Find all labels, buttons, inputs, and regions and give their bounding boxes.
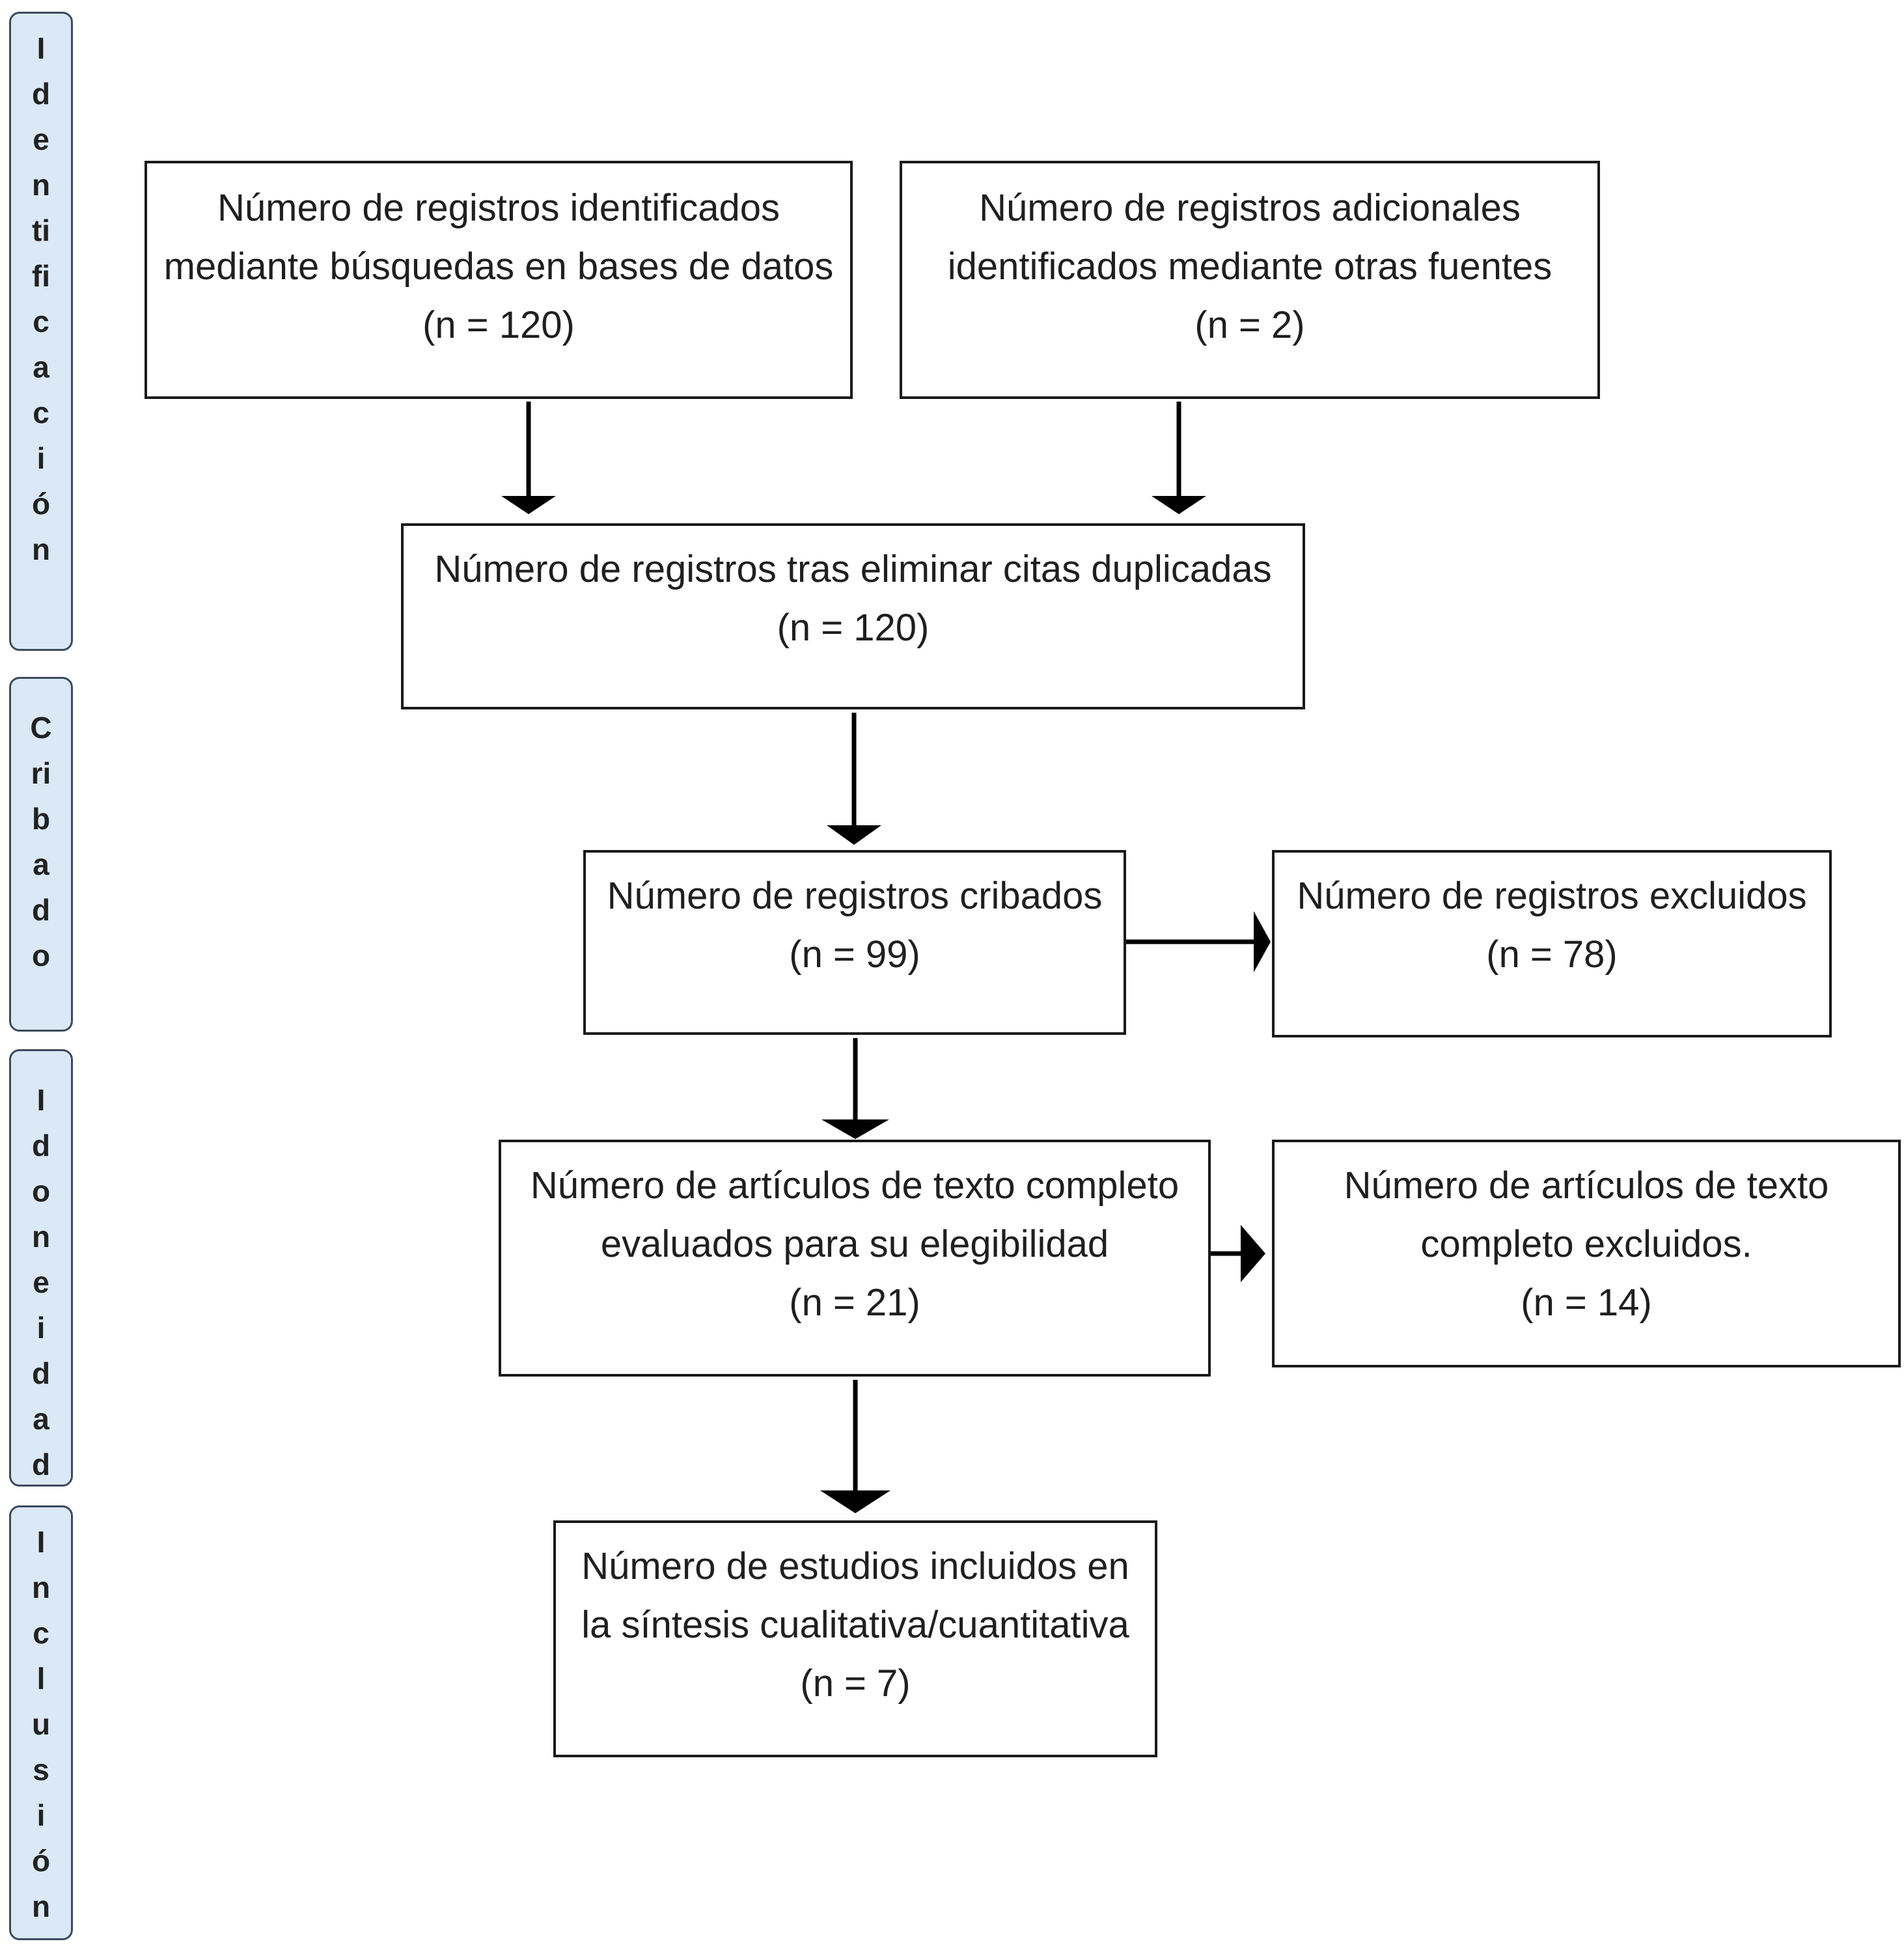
box-text-line: Número de estudios incluidos en [581, 1545, 1129, 1587]
phase-letter: C [30, 711, 52, 745]
phase-letter: ó [31, 487, 51, 521]
arrowhead [820, 1490, 890, 1513]
box-included-studies: Número de estudios incluidos en la sínte… [553, 1520, 1157, 1757]
box-text-line: la síntesis cualitativa/cuantitativa [581, 1604, 1129, 1646]
phase-letter: ti [31, 213, 51, 247]
phase-letter: n [31, 1889, 51, 1923]
box-text-line: Número de registros adicionales [979, 187, 1521, 229]
phase-letter: a [33, 1402, 49, 1436]
phase-letter: a [33, 350, 49, 384]
box-text-line: Número de registros identificados [217, 187, 780, 229]
arrowhead [1152, 496, 1206, 514]
box-text-line: completo excluidos. [1420, 1223, 1752, 1265]
box-text-line: Número de artículos de texto [1344, 1164, 1829, 1207]
phase-letter: fi [31, 259, 51, 293]
phase-letter: n [31, 1571, 51, 1604]
record-count: (n = 21) [789, 1282, 920, 1324]
arrowhead [821, 1119, 889, 1139]
phase-letter: ri [31, 756, 51, 790]
phase-letter: i [36, 1311, 46, 1345]
phase-letter: o [31, 939, 51, 972]
phase-letter: u [31, 1707, 51, 1741]
phase-letter: I [36, 31, 46, 65]
phase-letter: c [33, 1616, 49, 1650]
record-count: (n = 99) [789, 933, 920, 976]
arrowhead [827, 825, 881, 845]
phase-letter: c [33, 396, 49, 430]
box-excluded-records: Número de registros excluidos (n = 78) [1272, 850, 1832, 1037]
arrowhead [501, 496, 556, 514]
box-text-line: identificados mediante otras fuentes [947, 245, 1552, 288]
box-text-line: mediante búsquedas en bases de datos [163, 245, 834, 288]
phase-letter: o [31, 1174, 51, 1208]
record-count: (n = 120) [777, 607, 930, 649]
phase-letter: d [31, 893, 51, 927]
phase-letter: a [33, 847, 49, 881]
phase-letter: n [31, 532, 51, 566]
record-count: (n = 120) [422, 304, 575, 346]
phase-letter: e [33, 122, 49, 156]
phase-letter: s [33, 1753, 49, 1787]
box-other-sources-records: Número de registros adicionales identifi… [900, 161, 1600, 399]
phase-letter: l [36, 1662, 46, 1695]
box-after-deduplication: Número de registros tras eliminar citas … [401, 523, 1305, 709]
box-text-line: Número de registros excluidos [1297, 875, 1807, 917]
box-fulltext-assessed: Número de artículos de texto completo ev… [499, 1140, 1211, 1377]
phase-letter: i [36, 441, 46, 475]
arrowhead [1254, 911, 1271, 972]
box-text-line: Número de registros cribados [607, 875, 1103, 917]
phase-letter: I [36, 1525, 46, 1559]
phase-letter: I [36, 1083, 46, 1117]
phase-letter: n [31, 168, 51, 202]
phase-letter: c [33, 305, 49, 338]
box-screened-records: Número de registros cribados (n = 99) [583, 850, 1126, 1035]
record-count: (n = 7) [800, 1662, 911, 1705]
phase-letter: e [33, 1265, 49, 1299]
phase-letter: d [31, 1447, 51, 1481]
box-database-records: Número de registros identificados median… [145, 161, 853, 399]
phase-letter: ó [31, 1844, 51, 1878]
phase-letter: b [31, 802, 51, 836]
record-count: (n = 78) [1486, 933, 1618, 976]
arrowhead [1241, 1225, 1265, 1282]
phase-letter: d [31, 1129, 51, 1162]
box-text-line: Número de artículos de texto completo [530, 1164, 1180, 1207]
phase-letter: i [36, 1798, 46, 1832]
record-count: (n = 2) [1194, 304, 1305, 346]
box-text-line: Número de registros tras eliminar citas … [434, 548, 1272, 590]
phase-letter: d [31, 1356, 51, 1390]
box-text-line: evaluados para su elegibilidad [600, 1223, 1109, 1265]
phase-letter: n [31, 1220, 51, 1254]
phase-letter: d [31, 77, 51, 111]
box-fulltext-excluded: Número de artículos de texto completo ex… [1272, 1140, 1901, 1367]
record-count: (n = 14) [1521, 1282, 1652, 1324]
